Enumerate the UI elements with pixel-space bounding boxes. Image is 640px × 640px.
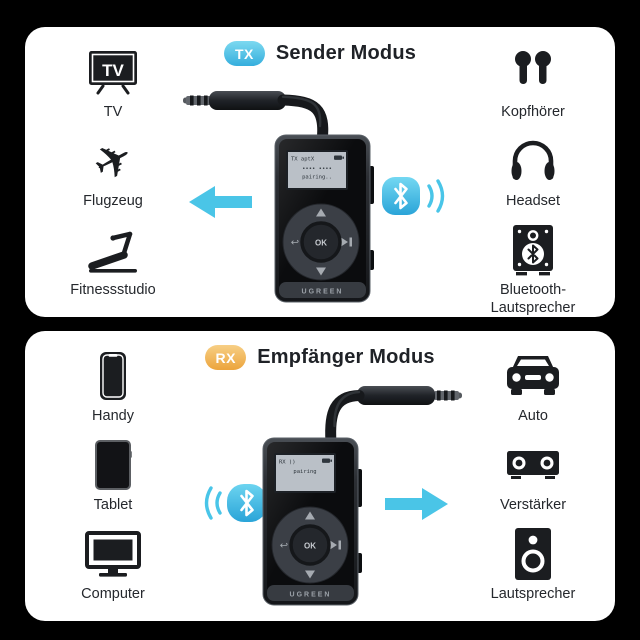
speaker-icon: [512, 527, 554, 581]
back-key-icon: ↩: [291, 238, 299, 249]
bluetooth-signal-icon: [204, 484, 267, 522]
tx-mode-panel: TX Sender Modus TV TV ✈: [25, 27, 615, 317]
usecase-gym: Fitnessstudio: [70, 223, 156, 312]
rx-mode-badge: RX: [205, 345, 247, 370]
bluetooth-adapter-device-tx: TX aptX •••• •••• pairing.. ↩ OK UGREEN: [183, 91, 374, 303]
aux-jack-plug: [183, 91, 286, 110]
earbuds-icon: [510, 45, 556, 99]
tx-left-column: TV TV ✈ Flugzeug: [47, 45, 179, 312]
device-display: RX )) pairing: [274, 453, 336, 493]
tablet-icon: [93, 438, 133, 492]
tx-panel-header: TX Sender Modus: [25, 41, 615, 66]
bluetooth-signal-icon: [382, 177, 445, 215]
play-pause-key-icon: [341, 237, 348, 247]
usecase-label-fitnessstudio: Fitnessstudio: [70, 282, 156, 298]
headset-icon: [507, 134, 559, 188]
monitor-icon: [84, 527, 142, 581]
treadmill-icon: [86, 223, 140, 277]
rx-right-column: Auto Verstärker: [467, 349, 599, 616]
play-pause-key-icon: [330, 540, 337, 550]
rx-panel-title: Empfänger Modus: [257, 346, 435, 368]
back-key-icon: ↩: [280, 541, 288, 552]
usecase-phone: Handy: [92, 349, 134, 438]
tx-right-column: Kopfhörer Headset: [467, 45, 599, 316]
signal-arrow-left-icon: [189, 186, 252, 218]
usecase-car: Auto: [503, 349, 563, 438]
device-dpad: ↩ OK: [271, 506, 349, 584]
aux-cable: [325, 390, 365, 448]
signal-arrow-right-icon: [385, 488, 448, 520]
usecase-label-lautsprecher: Lautsprecher: [490, 586, 576, 602]
aux-jack-plug: [357, 386, 462, 405]
ok-button-label: OK: [315, 239, 327, 248]
usecase-headset: Headset: [506, 134, 560, 223]
svg-text:pairing: pairing: [293, 469, 316, 475]
usecase-computer: Computer: [81, 527, 145, 616]
device-brand-logo: UGREEN: [302, 289, 344, 296]
usecase-earbuds: Kopfhörer: [501, 45, 565, 134]
usecase-label-verstaerker: Verstärker: [499, 497, 567, 513]
usecase-tv: TV TV: [86, 45, 140, 134]
device-brand-logo: UGREEN: [290, 592, 332, 599]
amplifier-icon: [505, 438, 561, 492]
bluetooth-adapter-device-rx: RX )) pairing ↩ OK UGREEN: [262, 386, 462, 606]
usecase-label-tv: TV: [103, 104, 123, 120]
usecase-label-computer: Computer: [81, 586, 145, 602]
svg-text:TV: TV: [102, 61, 124, 80]
rx-panel-header: RX Empfänger Modus: [25, 345, 615, 370]
svg-text:TX aptX: TX aptX: [291, 157, 315, 163]
usecase-label-handy: Handy: [92, 408, 134, 424]
aux-cable: [277, 94, 329, 148]
device-display: TX aptX •••• •••• pairing..: [286, 150, 348, 190]
tv-icon: TV: [86, 45, 140, 99]
tx-mode-badge: TX: [223, 41, 265, 66]
device-dpad: ↩ OK: [282, 203, 360, 281]
usecase-airplane: ✈ Flugzeug: [83, 128, 143, 223]
usecase-bt-speaker: Bluetooth-Lautsprecher: [474, 223, 592, 316]
usecase-speaker: Lautsprecher: [490, 527, 576, 616]
usecase-label-bluetooth-lautsprecher: Bluetooth-Lautsprecher: [490, 282, 576, 316]
car-icon: [503, 349, 563, 403]
svg-text:•••• ••••: •••• ••••: [302, 166, 332, 172]
tx-panel-title: Sender Modus: [275, 42, 417, 64]
phone-icon: [98, 349, 128, 403]
rx-left-column: Handy Tablet: [47, 349, 179, 616]
ok-button-label: OK: [304, 542, 316, 551]
svg-text:pairing..: pairing..: [302, 175, 332, 181]
rx-mode-panel: RX Empfänger Modus Handy: [25, 331, 615, 621]
usecase-label-headset: Headset: [505, 193, 560, 209]
usecase-label-tablet: Tablet: [93, 497, 133, 513]
usecase-label-flugzeug: Flugzeug: [83, 193, 143, 209]
airplane-icon: ✈: [83, 128, 143, 194]
usecase-label-auto: Auto: [518, 408, 548, 424]
bluetooth-speaker-icon: [508, 223, 558, 277]
usecase-label-kopfhoerer: Kopfhörer: [501, 104, 565, 120]
usecase-amplifier: Verstärker: [500, 438, 566, 527]
svg-text:RX )): RX )): [279, 460, 296, 466]
usecase-tablet: Tablet: [93, 438, 133, 527]
